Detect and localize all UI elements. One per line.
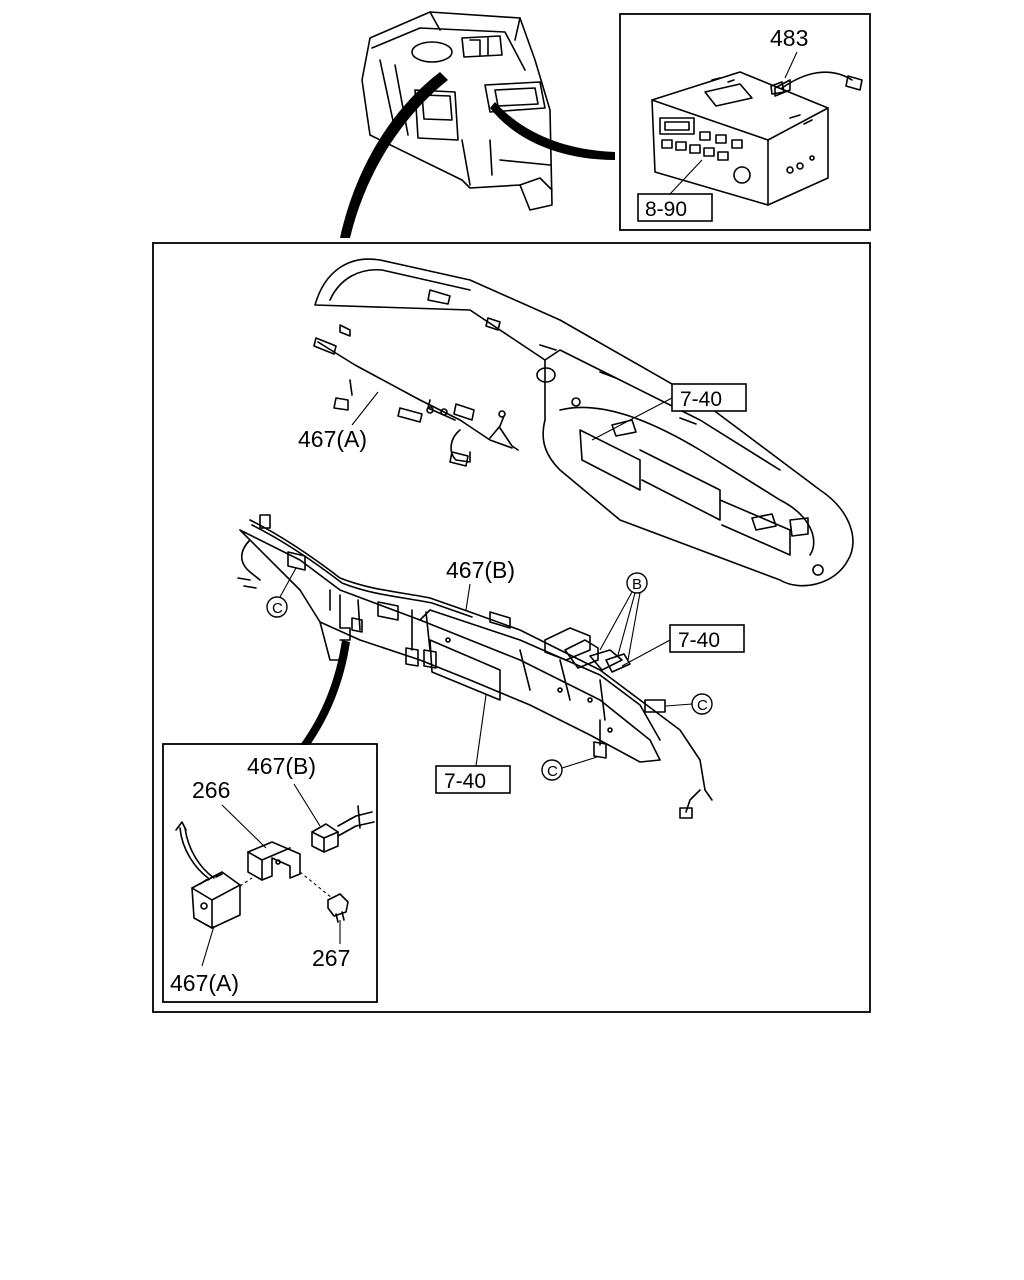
label-467b-detail: 467(B) (247, 753, 316, 779)
callout-c-left: C (272, 600, 283, 617)
bracket-detail-frame (162, 743, 378, 1003)
label-266: 266 (192, 777, 230, 803)
main-detail-frame (152, 242, 871, 1013)
callout-b: B (632, 576, 642, 593)
harness-a-icon (313, 324, 519, 467)
callout-c-right: C (697, 697, 708, 714)
dashboard-panel-icon (314, 258, 854, 587)
wiring-harness-icon (237, 514, 713, 819)
label-467a-detail: 467(A) (170, 970, 239, 996)
label-467b-main: 467(B) (446, 557, 515, 583)
radio-unit-icon (651, 71, 863, 206)
bracket-detail-icon (175, 805, 375, 929)
ref-8-90: 8-90 (645, 198, 687, 221)
ref-7-40-right: 7-40 (678, 629, 720, 652)
ref-7-40-top: 7-40 (680, 388, 722, 411)
cab-overview-icon (340, 11, 615, 238)
label-267: 267 (312, 945, 350, 971)
label-483: 483 (770, 25, 808, 51)
radio-detail-frame (619, 13, 871, 231)
label-467a-top: 467(A) (298, 426, 367, 452)
callout-c-bottom: C (547, 763, 558, 780)
ref-7-40-bottom: 7-40 (444, 770, 486, 793)
